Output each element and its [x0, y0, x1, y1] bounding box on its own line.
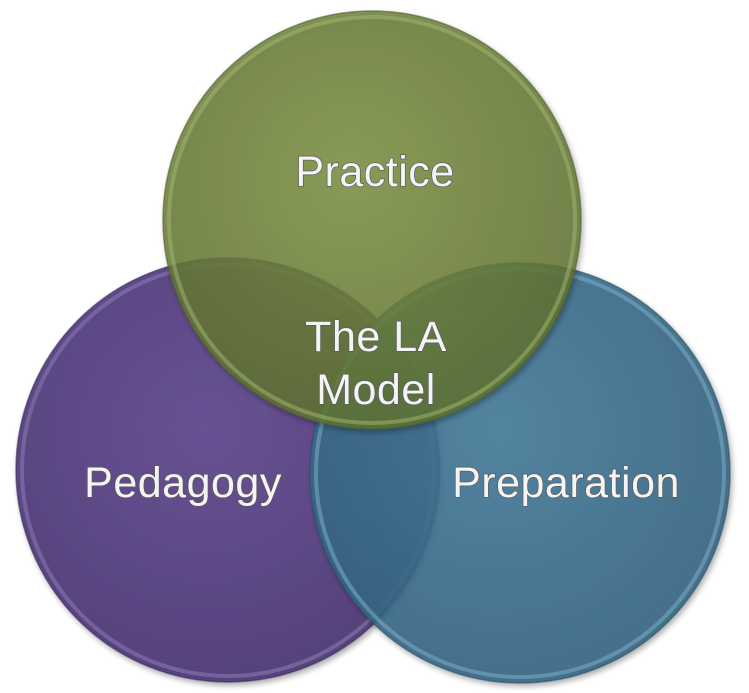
label-practice: Practice	[295, 148, 454, 196]
label-center-line1: The LA	[305, 313, 447, 361]
label-preparation: Preparation	[452, 459, 680, 507]
circle-practice	[162, 10, 582, 430]
label-pedagogy: Pedagogy	[84, 459, 282, 507]
label-center-line2: Model	[316, 366, 436, 414]
